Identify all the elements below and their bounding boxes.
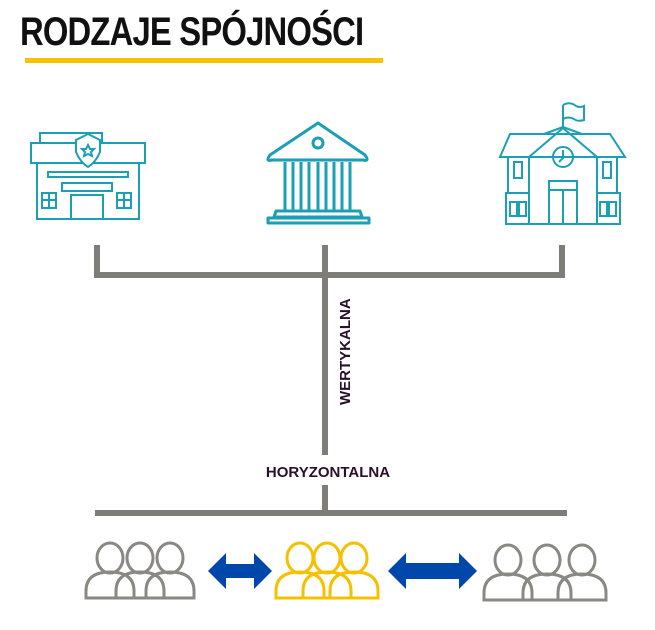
horizontal-label: HORYZONTALNA (266, 464, 390, 481)
government-building-icon (266, 121, 371, 225)
police-station-icon (30, 132, 146, 220)
people-group-left (84, 541, 196, 600)
page-title: RODZAJE SPÓJNOŚCI (20, 10, 364, 54)
double-arrow-icon (208, 553, 272, 589)
school-icon (498, 102, 627, 225)
double-arrow-icon (388, 553, 477, 589)
title-underline (25, 58, 383, 63)
people-group-center (274, 541, 380, 600)
connector-lines (94, 245, 567, 516)
vertical-label: WERTYKALNA (337, 298, 354, 405)
people-group-right (482, 543, 608, 602)
